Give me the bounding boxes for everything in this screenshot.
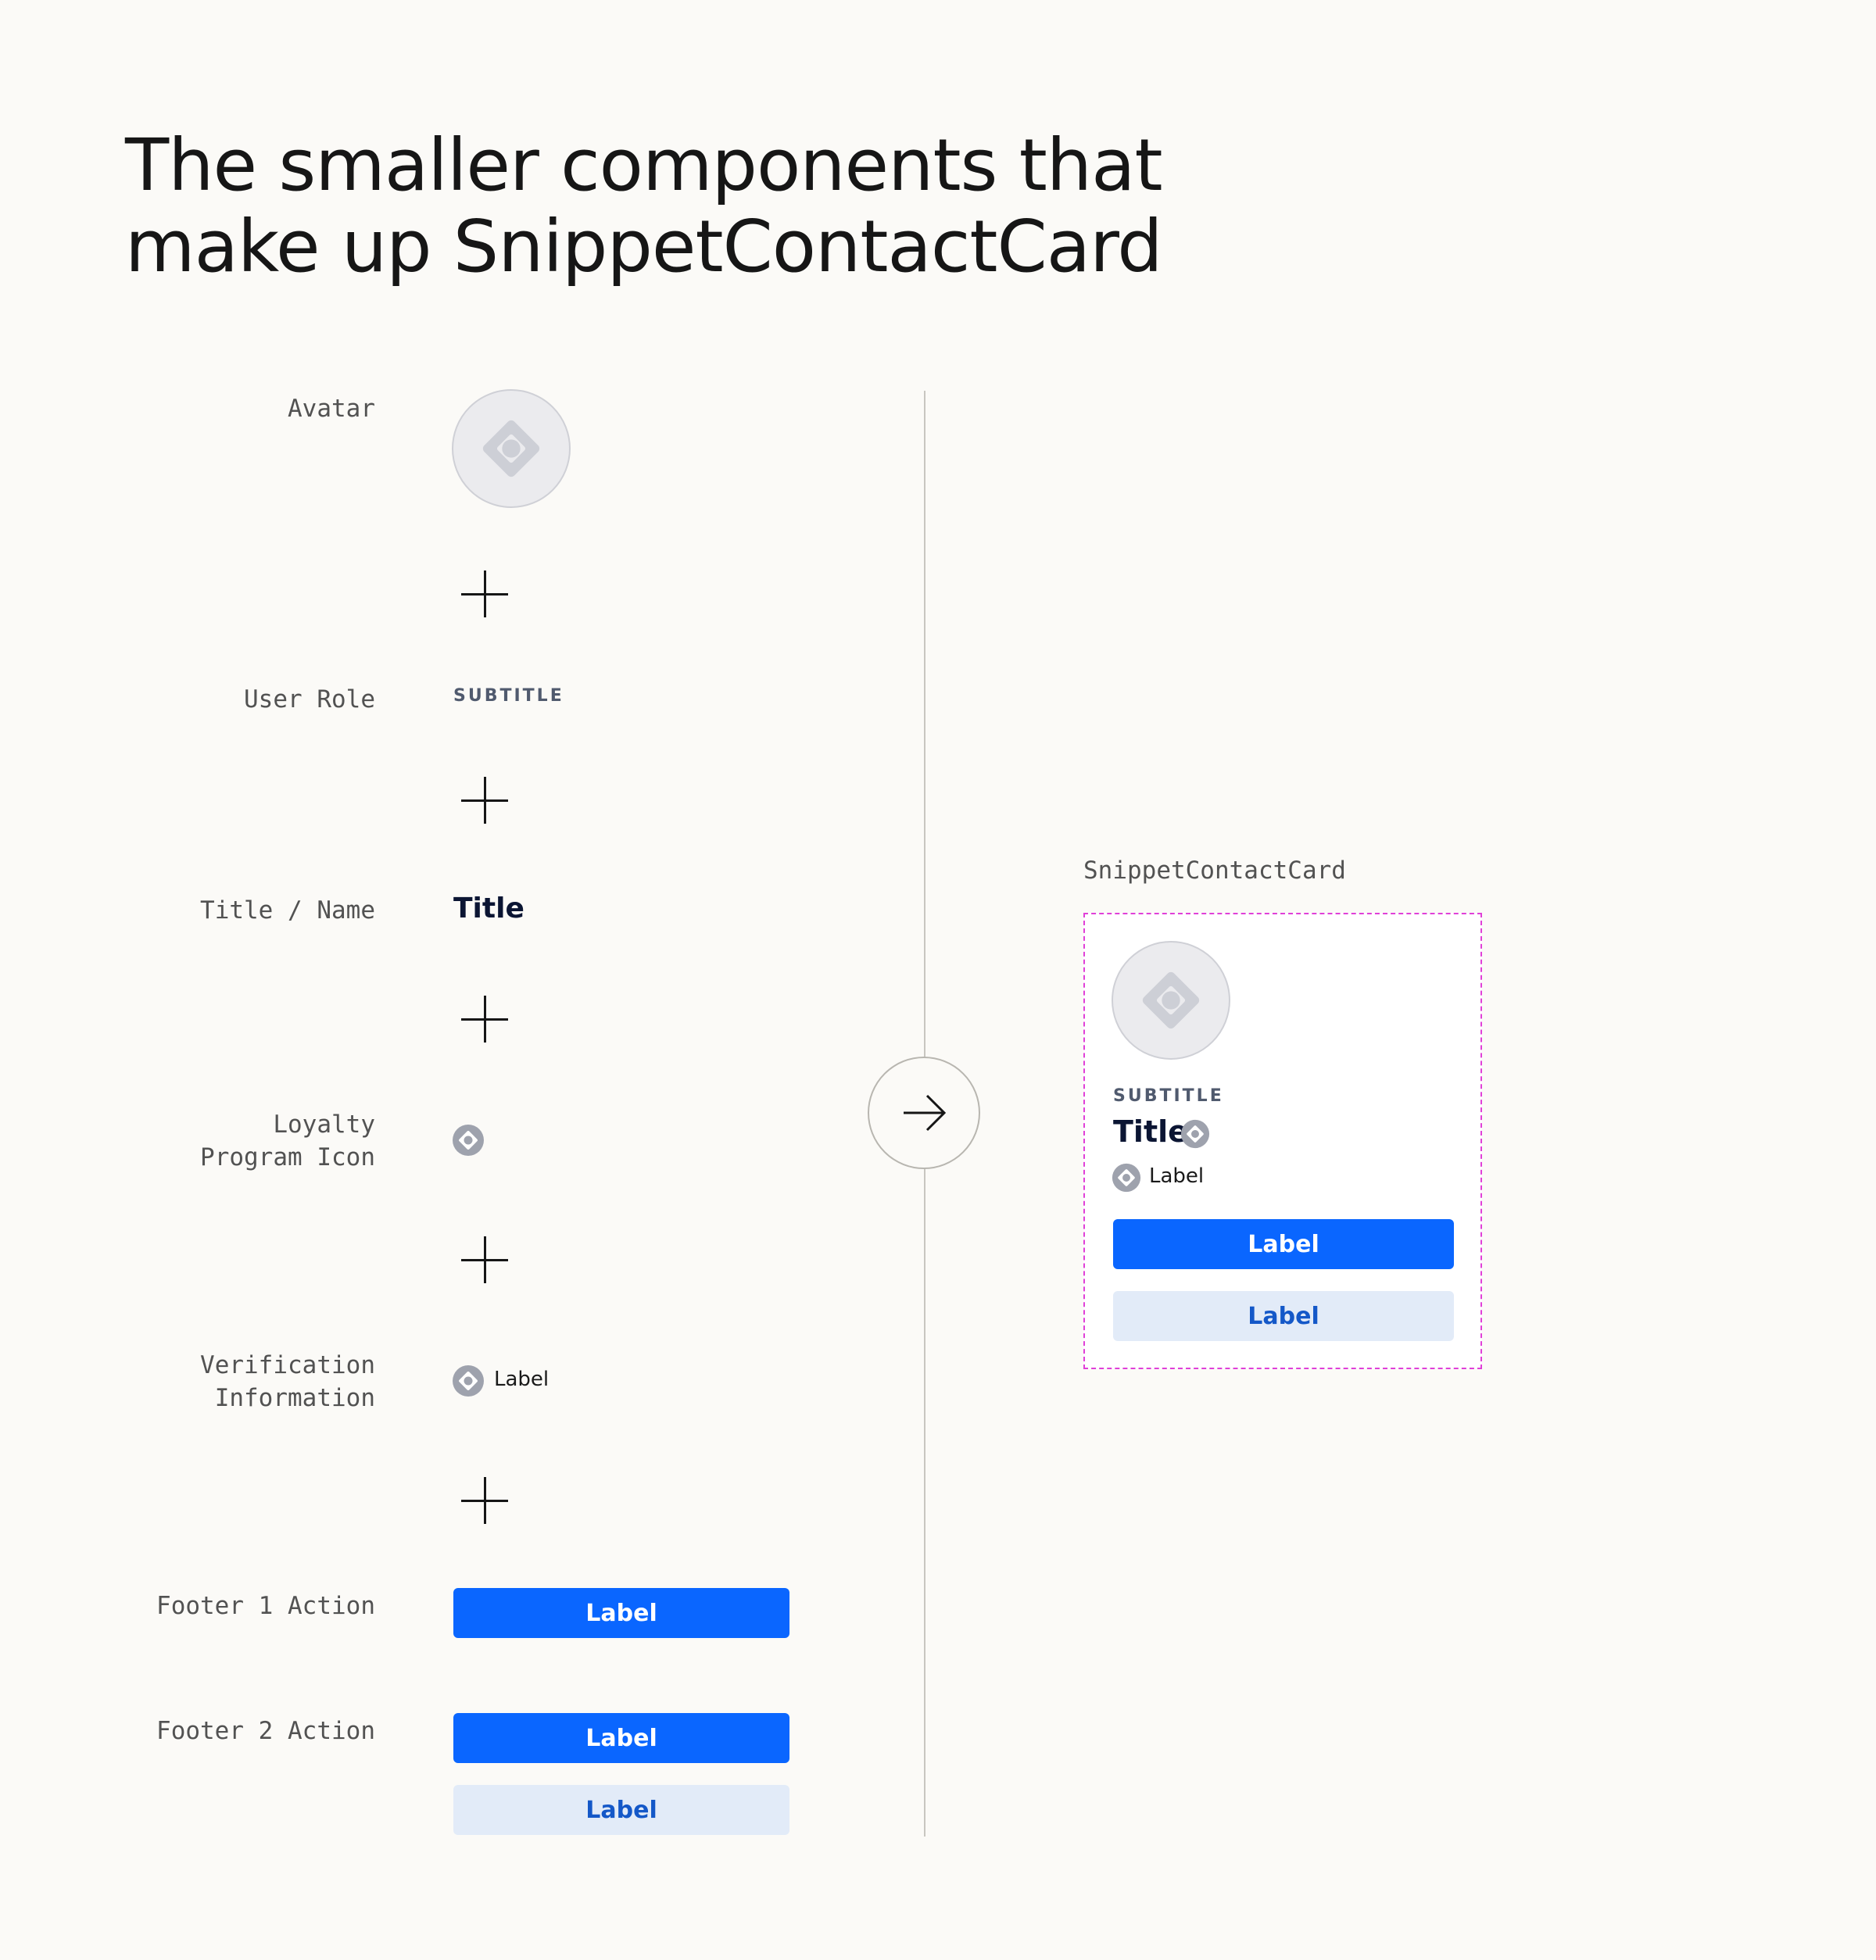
- user-role-label: User Role: [244, 685, 375, 714]
- title-text: Title: [453, 892, 524, 925]
- verification-information-label: Verification Information: [200, 1349, 375, 1415]
- footer-2-secondary-button[interactable]: Label: [453, 1785, 789, 1835]
- loyalty-label-line-1: Loyalty: [273, 1111, 375, 1139]
- verification-label-line-2: Information: [214, 1384, 375, 1412]
- loyalty-program-icon-label: Loyalty Program Icon: [200, 1108, 375, 1174]
- card-verification-label: Label: [1149, 1164, 1205, 1188]
- footer-1-primary-button[interactable]: Label: [453, 1588, 789, 1638]
- plus-icon: [461, 996, 508, 1043]
- plus-icon: [461, 777, 508, 824]
- arrow-right-icon: [904, 1094, 947, 1132]
- page-heading-line-2: make up SnippetContactCard: [125, 205, 1163, 288]
- verification-icon: [452, 1364, 485, 1397]
- card-loyalty-icon: [1180, 1119, 1210, 1149]
- avatar: [452, 389, 571, 508]
- card-subtitle: SUBTITLE: [1113, 1086, 1224, 1106]
- avatar-label: Avatar: [288, 395, 375, 423]
- placeholder-diamond-icon: [482, 420, 540, 477]
- user-role-subtitle: SUBTITLE: [453, 686, 564, 706]
- page-heading-line-1: The smaller components that: [125, 123, 1163, 207]
- card-secondary-button[interactable]: Label: [1113, 1291, 1454, 1341]
- card-verification-icon: [1112, 1163, 1141, 1193]
- loyalty-badge-icon: [1180, 1119, 1210, 1149]
- page-heading: The smaller components that make up Snip…: [125, 125, 1219, 288]
- loyalty-program-icon: [452, 1124, 485, 1157]
- footer-2-action-label: Footer 2 Action: [156, 1717, 375, 1745]
- verification-badge-icon: [453, 1365, 484, 1397]
- footer-1-action-label: Footer 1 Action: [156, 1592, 375, 1620]
- snippet-contact-card: SUBTITLE Title Label Label Label: [1083, 913, 1482, 1369]
- card-title: Title: [1113, 1114, 1188, 1149]
- placeholder-diamond-icon: [1142, 971, 1200, 1029]
- verification-badge-icon: [1112, 1163, 1141, 1193]
- title-name-label: Title / Name: [200, 896, 375, 925]
- verification-label: Label: [494, 1368, 550, 1391]
- verification-label-line-1: Verification: [200, 1351, 375, 1379]
- plus-icon: [461, 570, 508, 617]
- arrow-circle: [868, 1057, 980, 1169]
- plus-icon: [461, 1236, 508, 1283]
- loyalty-badge-icon: [453, 1125, 484, 1156]
- card-avatar: [1112, 941, 1230, 1060]
- loyalty-label-line-2: Program Icon: [200, 1143, 375, 1171]
- card-primary-button[interactable]: Label: [1113, 1219, 1454, 1269]
- footer-2-primary-button[interactable]: Label: [453, 1713, 789, 1763]
- plus-icon: [461, 1477, 508, 1524]
- card-caption: SnippetContactCard: [1083, 857, 1346, 885]
